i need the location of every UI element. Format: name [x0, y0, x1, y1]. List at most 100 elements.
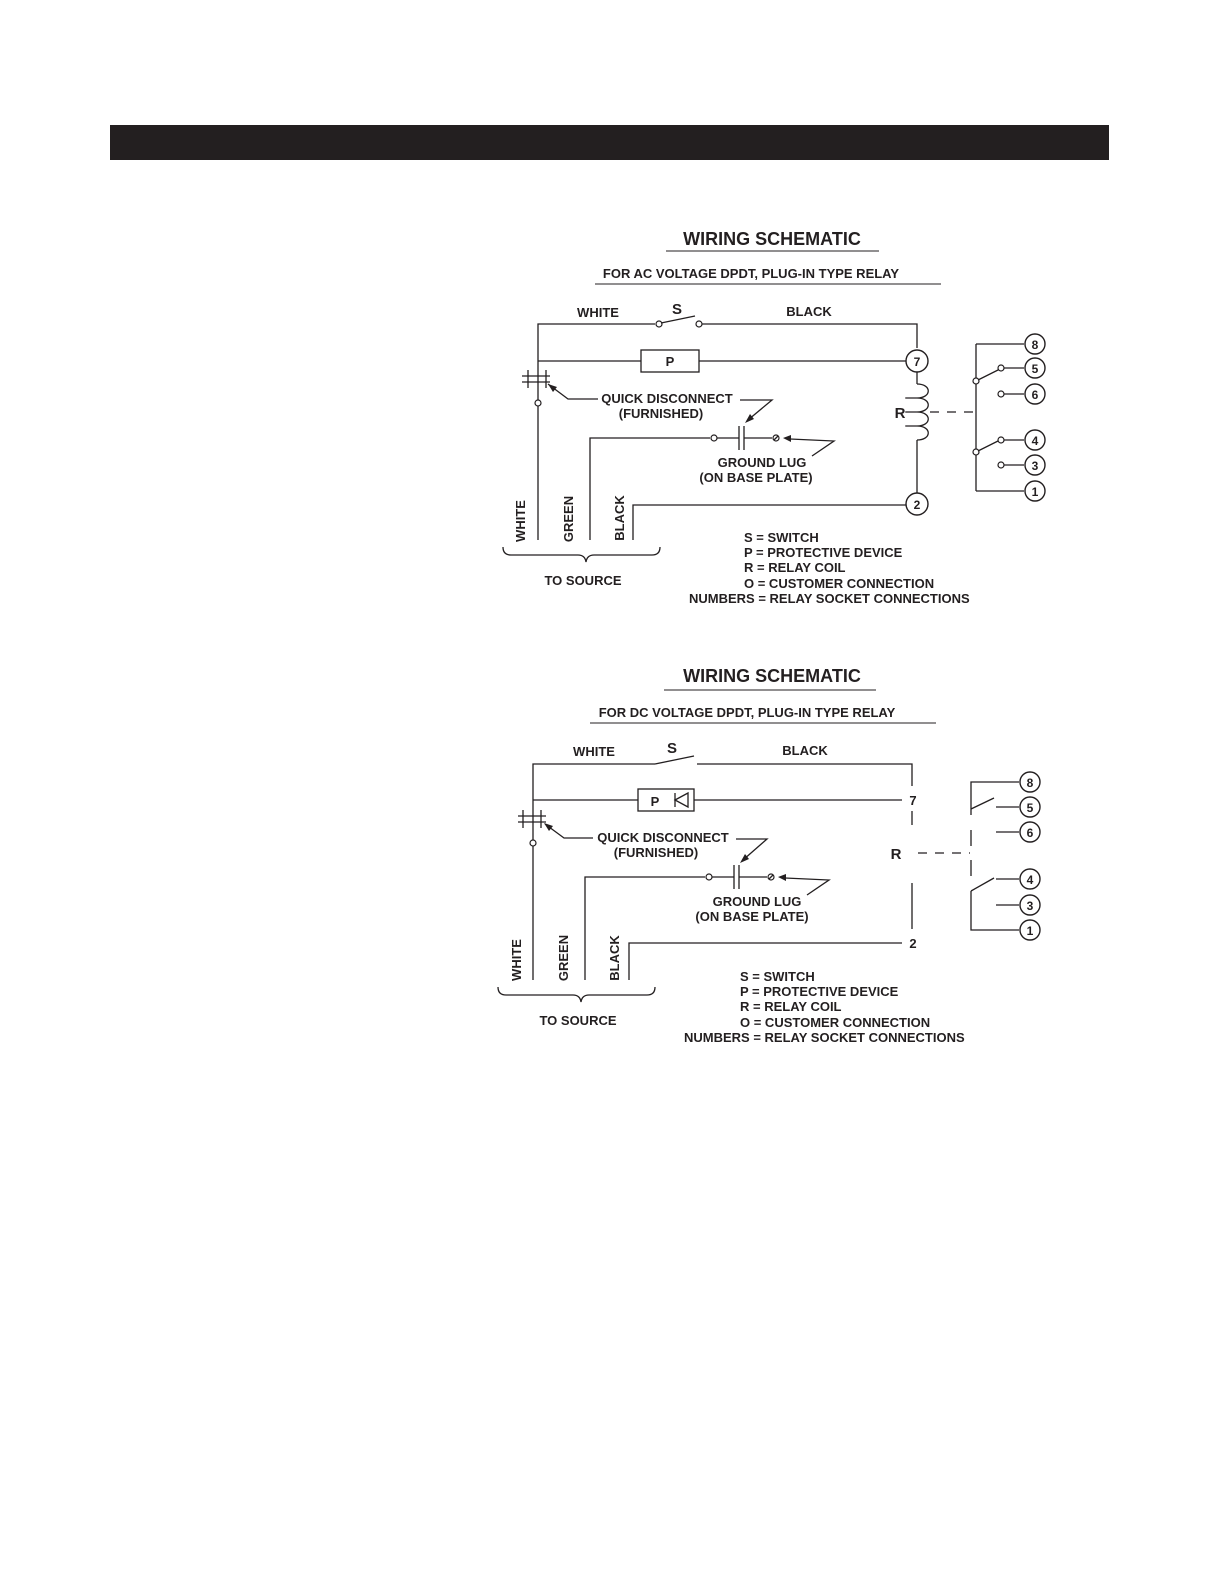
dc-legend-numbers: NUMBERS = RELAY SOCKET CONNECTIONS: [684, 1030, 965, 1045]
dc-ground-leader: [784, 877, 831, 896]
ac-green-line: [589, 437, 710, 540]
ac-switch-contact-left: [655, 320, 663, 328]
ac-wire-label-green: GREEN: [561, 496, 576, 542]
dc-subtitle: FOR DC VOLTAGE DPDT, PLUG-IN TYPE RELAY: [599, 705, 896, 720]
ac-white-line: [537, 323, 655, 540]
ac-label-to-source: TO SOURCE: [544, 573, 621, 588]
ac-switch-contact-right: [695, 320, 703, 328]
dc-contact-blade-top: [970, 797, 995, 810]
dc-legend-relay: R = RELAY COIL: [740, 999, 842, 1014]
ac-legend-switch: S = SWITCH: [744, 530, 819, 545]
dc-socket-8-wire: [970, 781, 1019, 815]
ac-legend-customer: O = CUSTOMER CONNECTION: [744, 576, 934, 591]
ac-socket-pin-4-label: 4: [1032, 434, 1039, 448]
ac-ground-node: [710, 434, 718, 442]
ac-relay-coil: [905, 383, 929, 441]
dc-wire-label-white: WHITE: [509, 939, 524, 981]
ac-black-top-line: [702, 323, 918, 348]
dc-wire-label-black: BLACK: [607, 935, 622, 981]
dc-coil-pin-7-label: 7: [909, 793, 916, 808]
dc-qd-arrowhead: [544, 823, 553, 831]
dc-label-relay: R: [891, 846, 902, 863]
ac-furnished-leader: [740, 399, 774, 421]
dc-socket-pin-5: [1019, 796, 1041, 818]
dc-source-brace: [497, 986, 656, 1003]
dc-qd-leader: [544, 823, 593, 839]
ac-contact-common-bottom: [972, 448, 980, 456]
ac-contact-blade-top: [977, 368, 1001, 381]
dc-socket-pin-1: [1019, 919, 1041, 941]
dc-label-black-top: BLACK: [782, 743, 828, 758]
ac-coil-pin-2-label: 2: [914, 498, 921, 512]
dc-label-to-source: TO SOURCE: [539, 1013, 616, 1028]
dc-socket-pin-4: [1019, 868, 1041, 890]
dc-label-switch: S: [667, 740, 677, 757]
dc-diode-triangle: [673, 791, 689, 809]
ac-legend-numbers: NUMBERS = RELAY SOCKET CONNECTIONS: [689, 591, 970, 606]
ac-contact-blade-bottom: [977, 439, 1001, 452]
dc-furnished-arrowhead: [740, 854, 749, 863]
ac-wire-label-black: BLACK: [612, 495, 627, 541]
ac-label-switch: S: [672, 301, 682, 318]
dc-label-furnished: (FURNISHED): [614, 845, 699, 860]
header-bar: [110, 125, 1109, 160]
ac-socket-pin-6-label: 6: [1032, 388, 1039, 402]
ac-label-on-base-plate: (ON BASE PLATE): [699, 470, 812, 485]
dc-coil-pin-2-label: 2: [909, 936, 916, 951]
dc-ground-lug-slash: [768, 874, 774, 880]
ac-legend-protective: P = PROTECTIVE DEVICE: [744, 545, 903, 560]
ac-socket-pin-8-label: 8: [1032, 338, 1039, 352]
dc-socket-pin-3-label: 3: [1027, 899, 1034, 913]
ac-socket-pin-5: [1024, 357, 1046, 379]
ac-furnished-arrowhead: [745, 414, 754, 423]
ac-legend-relay: R = RELAY COIL: [744, 560, 846, 575]
ac-contact-6-node: [997, 390, 1005, 398]
ac-schematic: WIRING SCHEMATIC FOR AC VOLTAGE DPDT, PL…: [502, 229, 1046, 606]
dc-socket-pin-5-label: 5: [1027, 801, 1034, 815]
ac-label-ground-lug: GROUND LUG: [718, 455, 807, 470]
ac-label-relay: R: [895, 405, 906, 422]
dc-contact-blade-bottom: [970, 877, 995, 892]
dc-socket-pin-6-label: 6: [1027, 826, 1034, 840]
dc-ground-node: [705, 873, 713, 881]
ac-switch-blade: [660, 315, 696, 324]
ac-coil-pin-7-label: 7: [914, 355, 921, 369]
ac-wire-label-white: WHITE: [513, 500, 528, 542]
dc-label-p: P: [651, 794, 660, 809]
ac-label-furnished: (FURNISHED): [619, 406, 704, 421]
ac-socket-pin-1-label: 1: [1032, 485, 1039, 499]
dc-ground-arrowhead: [778, 874, 786, 881]
ac-contact-5-node: [997, 364, 1005, 372]
dc-socket-pin-3: [1019, 894, 1041, 916]
dc-black-line: [628, 942, 902, 980]
ac-qd-leader: [547, 383, 598, 400]
dc-white-line: [532, 763, 655, 980]
ac-ground-leader: [789, 438, 836, 457]
ac-contact-common-top: [972, 377, 980, 385]
dc-socket-pin-1-label: 1: [1027, 924, 1034, 938]
ac-label-quick-disconnect: QUICK DISCONNECT: [601, 391, 733, 406]
dc-qd-node: [529, 839, 537, 847]
dc-legend-customer: O = CUSTOMER CONNECTION: [740, 1015, 930, 1030]
ac-label-black-top: BLACK: [786, 304, 832, 319]
ac-socket-pin-3-label: 3: [1032, 459, 1039, 473]
ac-source-brace: [502, 546, 661, 563]
ac-socket-pin-4: [1024, 429, 1046, 451]
dc-black-top-line: [697, 763, 913, 786]
ac-ground-lug-slash: [773, 435, 779, 441]
ac-label-p: P: [666, 354, 675, 369]
ac-socket-pin-5-label: 5: [1032, 362, 1039, 376]
ac-socket-pin-3: [1024, 454, 1046, 476]
ac-contact-4-node: [997, 436, 1005, 444]
ac-subtitle: FOR AC VOLTAGE DPDT, PLUG-IN TYPE RELAY: [603, 266, 899, 281]
dc-label-on-base-plate: (ON BASE PLATE): [695, 909, 808, 924]
dc-label-ground-lug: GROUND LUG: [713, 894, 802, 909]
ac-socket-pin-1: [1024, 480, 1046, 502]
ac-label-white-top: WHITE: [577, 305, 619, 320]
dc-socket-pin-6: [1019, 821, 1041, 843]
ac-qd-arrowhead: [548, 384, 557, 392]
dc-furnished-leader: [736, 838, 769, 861]
dc-legend-protective: P = PROTECTIVE DEVICE: [740, 984, 899, 999]
dc-socket-pin-8: [1019, 771, 1041, 793]
